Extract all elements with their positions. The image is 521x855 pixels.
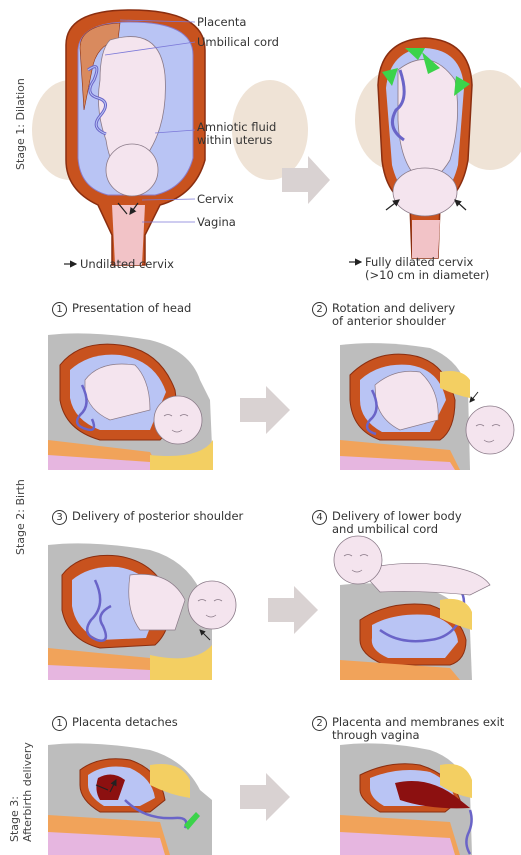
stage3-label: Stage 3: Afterbirth delivery [8,742,34,842]
placenta-label: Placenta [197,16,246,29]
afterbirth-step2-figure [340,743,472,855]
stage1-dilated-figure [355,38,521,258]
afterbirth-step1-figure [48,743,212,855]
step-number-badge: 4 [312,510,327,525]
progress-arrow [240,386,290,434]
step-text-line2: and umbilical cord [332,523,462,536]
stage1-label: Stage 1: Dilation [14,78,27,170]
stage3-label-line1: Stage 3: [8,796,21,842]
birth-step2-figure [340,343,514,470]
step-number-badge: 1 [52,716,67,731]
step-text-line1: Presentation of head [72,302,191,315]
step-text-line2: of anterior shoulder [332,315,455,328]
step-number-badge: 1 [52,302,67,317]
cervix-label: Cervix [197,193,234,206]
amniotic-fluid-line2: within uterus [197,133,272,147]
birth-step-3-caption: 3 Delivery of posterior shoulder [52,510,243,525]
step-number-badge: 2 [312,716,327,731]
step-number-badge: 3 [52,510,67,525]
progress-arrow [240,773,290,821]
afterbirth-step-1-caption: 1 Placenta detaches [52,716,178,731]
step-text-line1: Placenta detaches [72,716,178,729]
umbilical-cord-label: Umbilical cord [197,36,279,49]
stage2-label: Stage 2: Birth [14,479,27,555]
undilated-cervix-label: Undilated cervix [80,258,174,271]
birth-step4-figure [334,536,490,680]
birth-step3-figure [48,543,236,680]
step-number-badge: 2 [312,302,327,317]
birth-step1-figure [48,330,213,470]
dilated-cervix-line2: (>10 cm in diameter) [365,268,489,282]
amniotic-fluid-line1: Amniotic fluid [197,120,276,134]
stage3-label-line2: Afterbirth delivery [21,742,34,842]
dilated-cervix-label: Fully dilated cervix (>10 cm in diameter… [365,256,489,282]
vagina-label: Vagina [197,216,236,229]
step-text-line2: through vagina [332,729,504,742]
birth-step-1-caption: 1 Presentation of head [52,302,191,317]
progress-arrow [268,586,318,634]
dilated-cervix-line1: Fully dilated cervix [365,255,473,269]
amniotic-fluid-label: Amniotic fluid within uterus [197,121,276,147]
step-text-line1: Delivery of posterior shoulder [72,510,243,523]
